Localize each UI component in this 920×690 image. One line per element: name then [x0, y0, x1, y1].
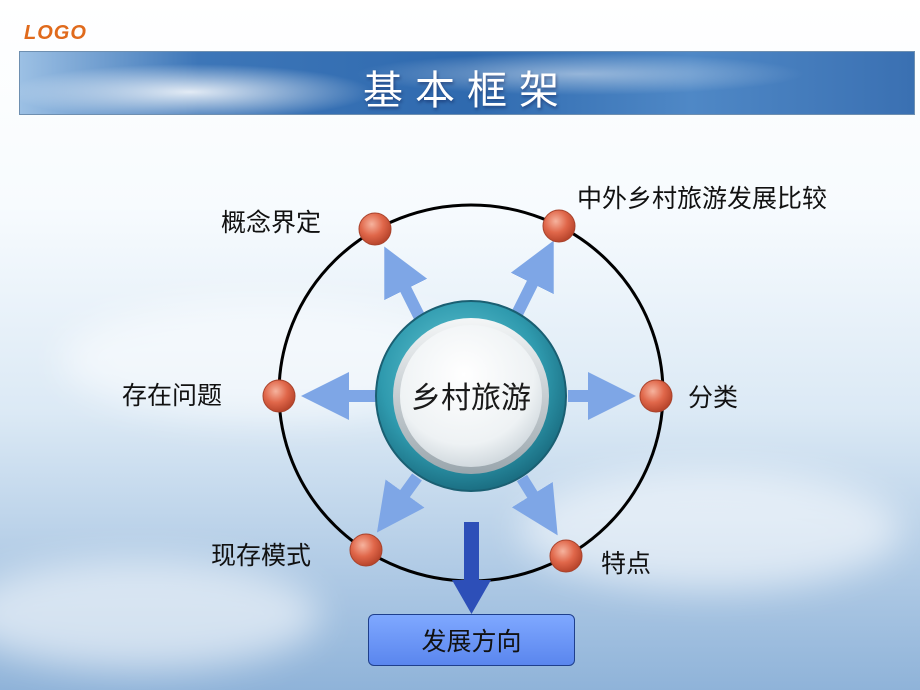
label-comparison: 中外乡村旅游发展比较	[577, 184, 828, 213]
label-concept: 概念界定	[221, 208, 322, 237]
arrow-to-concept	[384, 246, 428, 321]
center-hub	[375, 300, 567, 492]
spoke-arrows	[301, 240, 636, 536]
label-models: 现存模式	[211, 541, 312, 570]
label-classification: 分类	[688, 383, 739, 412]
page-title: 基本框架	[363, 68, 571, 114]
logo: LOGO	[24, 22, 87, 44]
node-issues	[262, 379, 296, 413]
node-features	[549, 539, 583, 573]
direction-label: 发展方向	[421, 627, 522, 656]
background-cloud	[520, 470, 900, 590]
direction-box: 发展方向	[368, 614, 575, 666]
node-comparison	[542, 209, 576, 243]
node-classification	[639, 379, 673, 413]
direction-arrow	[452, 522, 491, 614]
label-features: 特点	[601, 549, 652, 578]
label-issues: 存在问题	[122, 381, 223, 410]
title-banner: 基本框架	[19, 51, 915, 115]
node-models	[349, 533, 383, 567]
background-cloud	[0, 560, 320, 670]
arrow-to-comparison	[510, 240, 554, 319]
arrow-to-features	[511, 474, 558, 536]
node-concept	[358, 212, 392, 246]
center-label: 乡村旅游	[411, 381, 531, 416]
arrow-to-models	[376, 473, 425, 533]
